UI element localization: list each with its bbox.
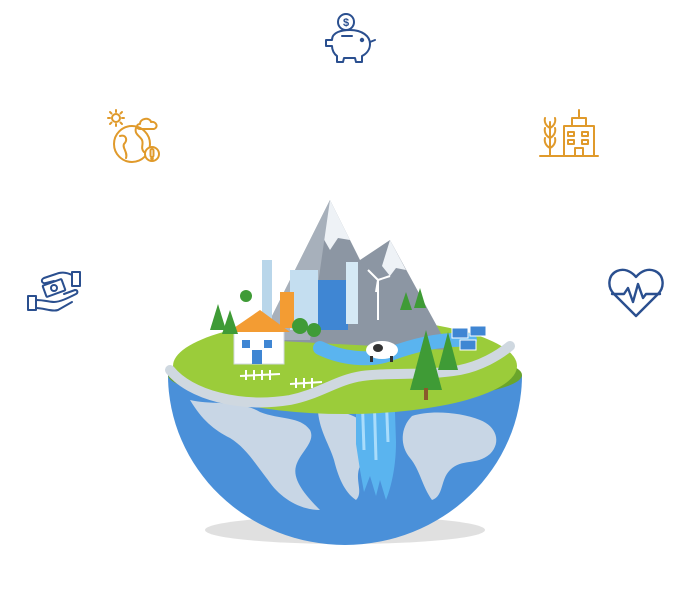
trees	[210, 288, 458, 390]
house	[228, 310, 290, 365]
solar-panels	[451, 325, 487, 351]
handshake-money-icon	[26, 266, 82, 322]
heart-pulse-icon	[606, 266, 666, 320]
svg-text:$: $	[343, 17, 349, 29]
cow	[366, 341, 398, 362]
climate-globe-icon	[106, 108, 164, 166]
wind-turbines	[367, 263, 445, 320]
factory-agriculture-icon	[538, 108, 600, 160]
road	[165, 341, 515, 408]
piggy-bank-icon: $	[320, 10, 380, 68]
earth-illustration	[150, 180, 540, 560]
fence	[239, 370, 323, 388]
